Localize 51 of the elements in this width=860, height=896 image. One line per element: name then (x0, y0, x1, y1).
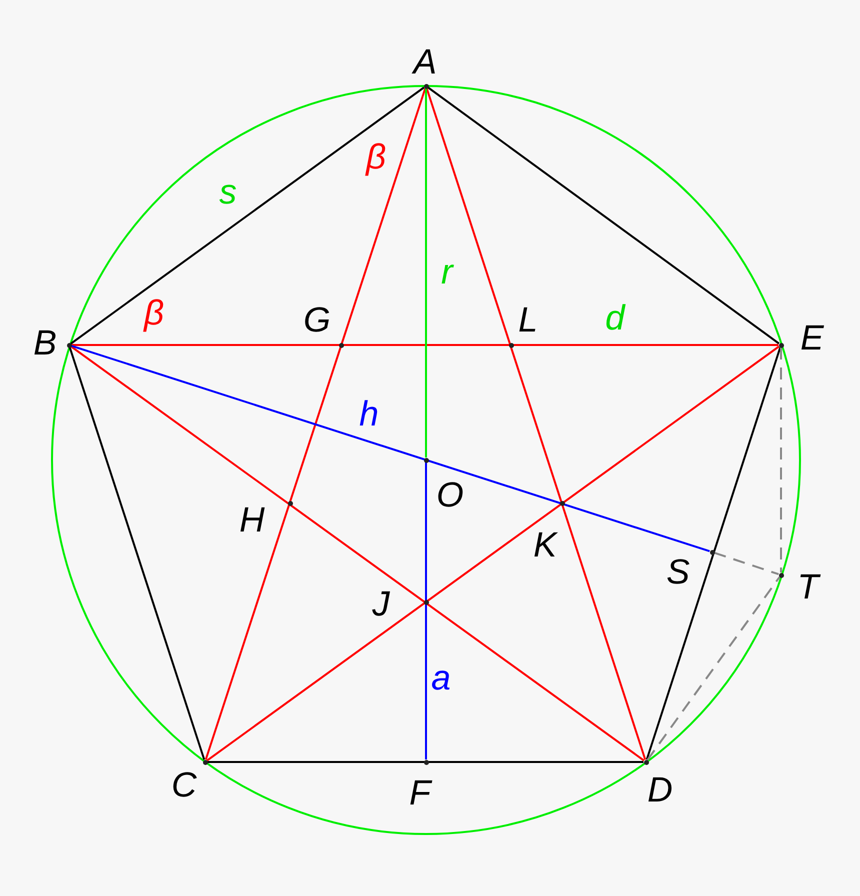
vertex-point (560, 500, 564, 506)
measure-label: s (219, 174, 237, 210)
line-segment (208, 761, 644, 763)
vertex-point (338, 342, 344, 348)
vertex-point (778, 572, 784, 578)
line-segment (72, 344, 778, 346)
vertex-point (288, 500, 292, 506)
measure-label: β (366, 140, 386, 174)
vertex-point (644, 760, 648, 764)
vertex-point (508, 342, 514, 348)
point-label: J (372, 586, 390, 622)
point-label: D (647, 772, 673, 808)
point-label: F (409, 776, 431, 810)
line-segment (70, 346, 645, 762)
vertex-point (424, 84, 428, 88)
line-segment (70, 86, 425, 344)
point-label: T (797, 570, 819, 604)
measure-label: h (359, 396, 379, 432)
line-segment (426, 88, 646, 760)
vertex-point (778, 342, 784, 348)
dashed-line (714, 552, 779, 576)
dashed-line (780, 348, 782, 572)
point-label: O (436, 478, 464, 512)
line-segment (68, 347, 206, 760)
point-label: L (518, 302, 538, 338)
point-label: G (303, 302, 331, 338)
line-segment (425, 88, 427, 458)
measure-label: d (605, 300, 625, 336)
point-label: A (413, 44, 437, 80)
line-segment (71, 344, 710, 552)
line-segment (646, 347, 782, 760)
point-label: C (171, 768, 197, 802)
vertex-point (424, 600, 428, 604)
point-label: B (33, 326, 57, 360)
vertex-point (66, 342, 72, 348)
measure-label: a (431, 660, 451, 696)
line-segment (425, 462, 427, 760)
line-segment (427, 86, 780, 344)
measure-label: r (441, 254, 453, 290)
line-segment (204, 88, 426, 760)
point-label: K (533, 528, 557, 562)
dashed-line (646, 576, 780, 761)
vertex-point (202, 760, 208, 764)
point-label: H (239, 502, 265, 538)
point-label: S (666, 554, 690, 590)
vertex-point (424, 458, 428, 462)
vertex-point (710, 550, 714, 554)
vertex-point (424, 760, 428, 764)
point-label: E (800, 320, 824, 356)
line-segment (206, 346, 780, 762)
measure-label: β (144, 296, 164, 330)
